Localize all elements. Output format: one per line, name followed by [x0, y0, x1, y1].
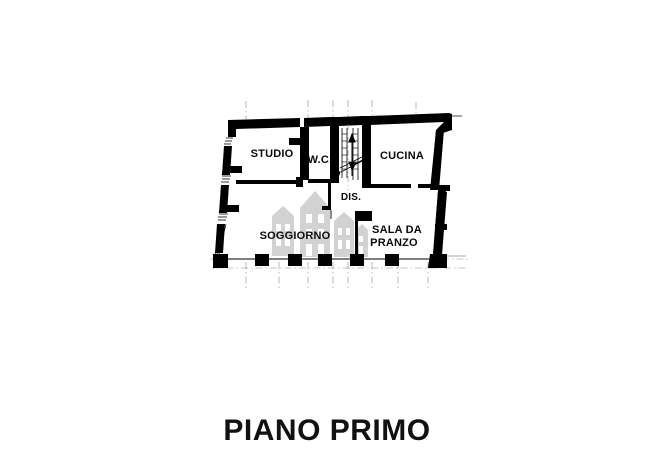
room-label-studio: STUDIO: [251, 148, 294, 160]
exterior-wall-left: [213, 120, 242, 268]
room-labels: STUDIO W.C. CUCINA DIS. SOGGIORNO SALA D…: [251, 148, 424, 249]
partition-dis-soggiorno: [322, 182, 331, 210]
door-openings: [304, 144, 332, 219]
page-title: PIANO PRIMO: [223, 414, 430, 447]
exterior-wall-top: [228, 113, 452, 137]
partition-studio-wc: [289, 127, 309, 180]
exterior-wall-right: [428, 114, 462, 268]
room-label-dis: DIS.: [341, 192, 361, 203]
room-label-sala-da: SALA DA: [372, 224, 422, 236]
room-label-pranzo: PRANZO: [370, 237, 418, 249]
partition-cucina-bottom: [371, 184, 438, 188]
room-label-soggiorno: SOGGIORNO: [260, 230, 331, 242]
partition-sala-pranzo: [355, 211, 372, 258]
staircase-dis: [333, 124, 367, 190]
room-label-cucina: CUCINA: [380, 150, 424, 162]
partition-studio-bottom: [236, 177, 303, 187]
partition-stair-cucina: [362, 116, 371, 188]
partition-wc-bottom: [308, 179, 330, 183]
room-label-wc: W.C.: [308, 154, 333, 166]
bottom-arcade-pillars: [228, 254, 429, 266]
